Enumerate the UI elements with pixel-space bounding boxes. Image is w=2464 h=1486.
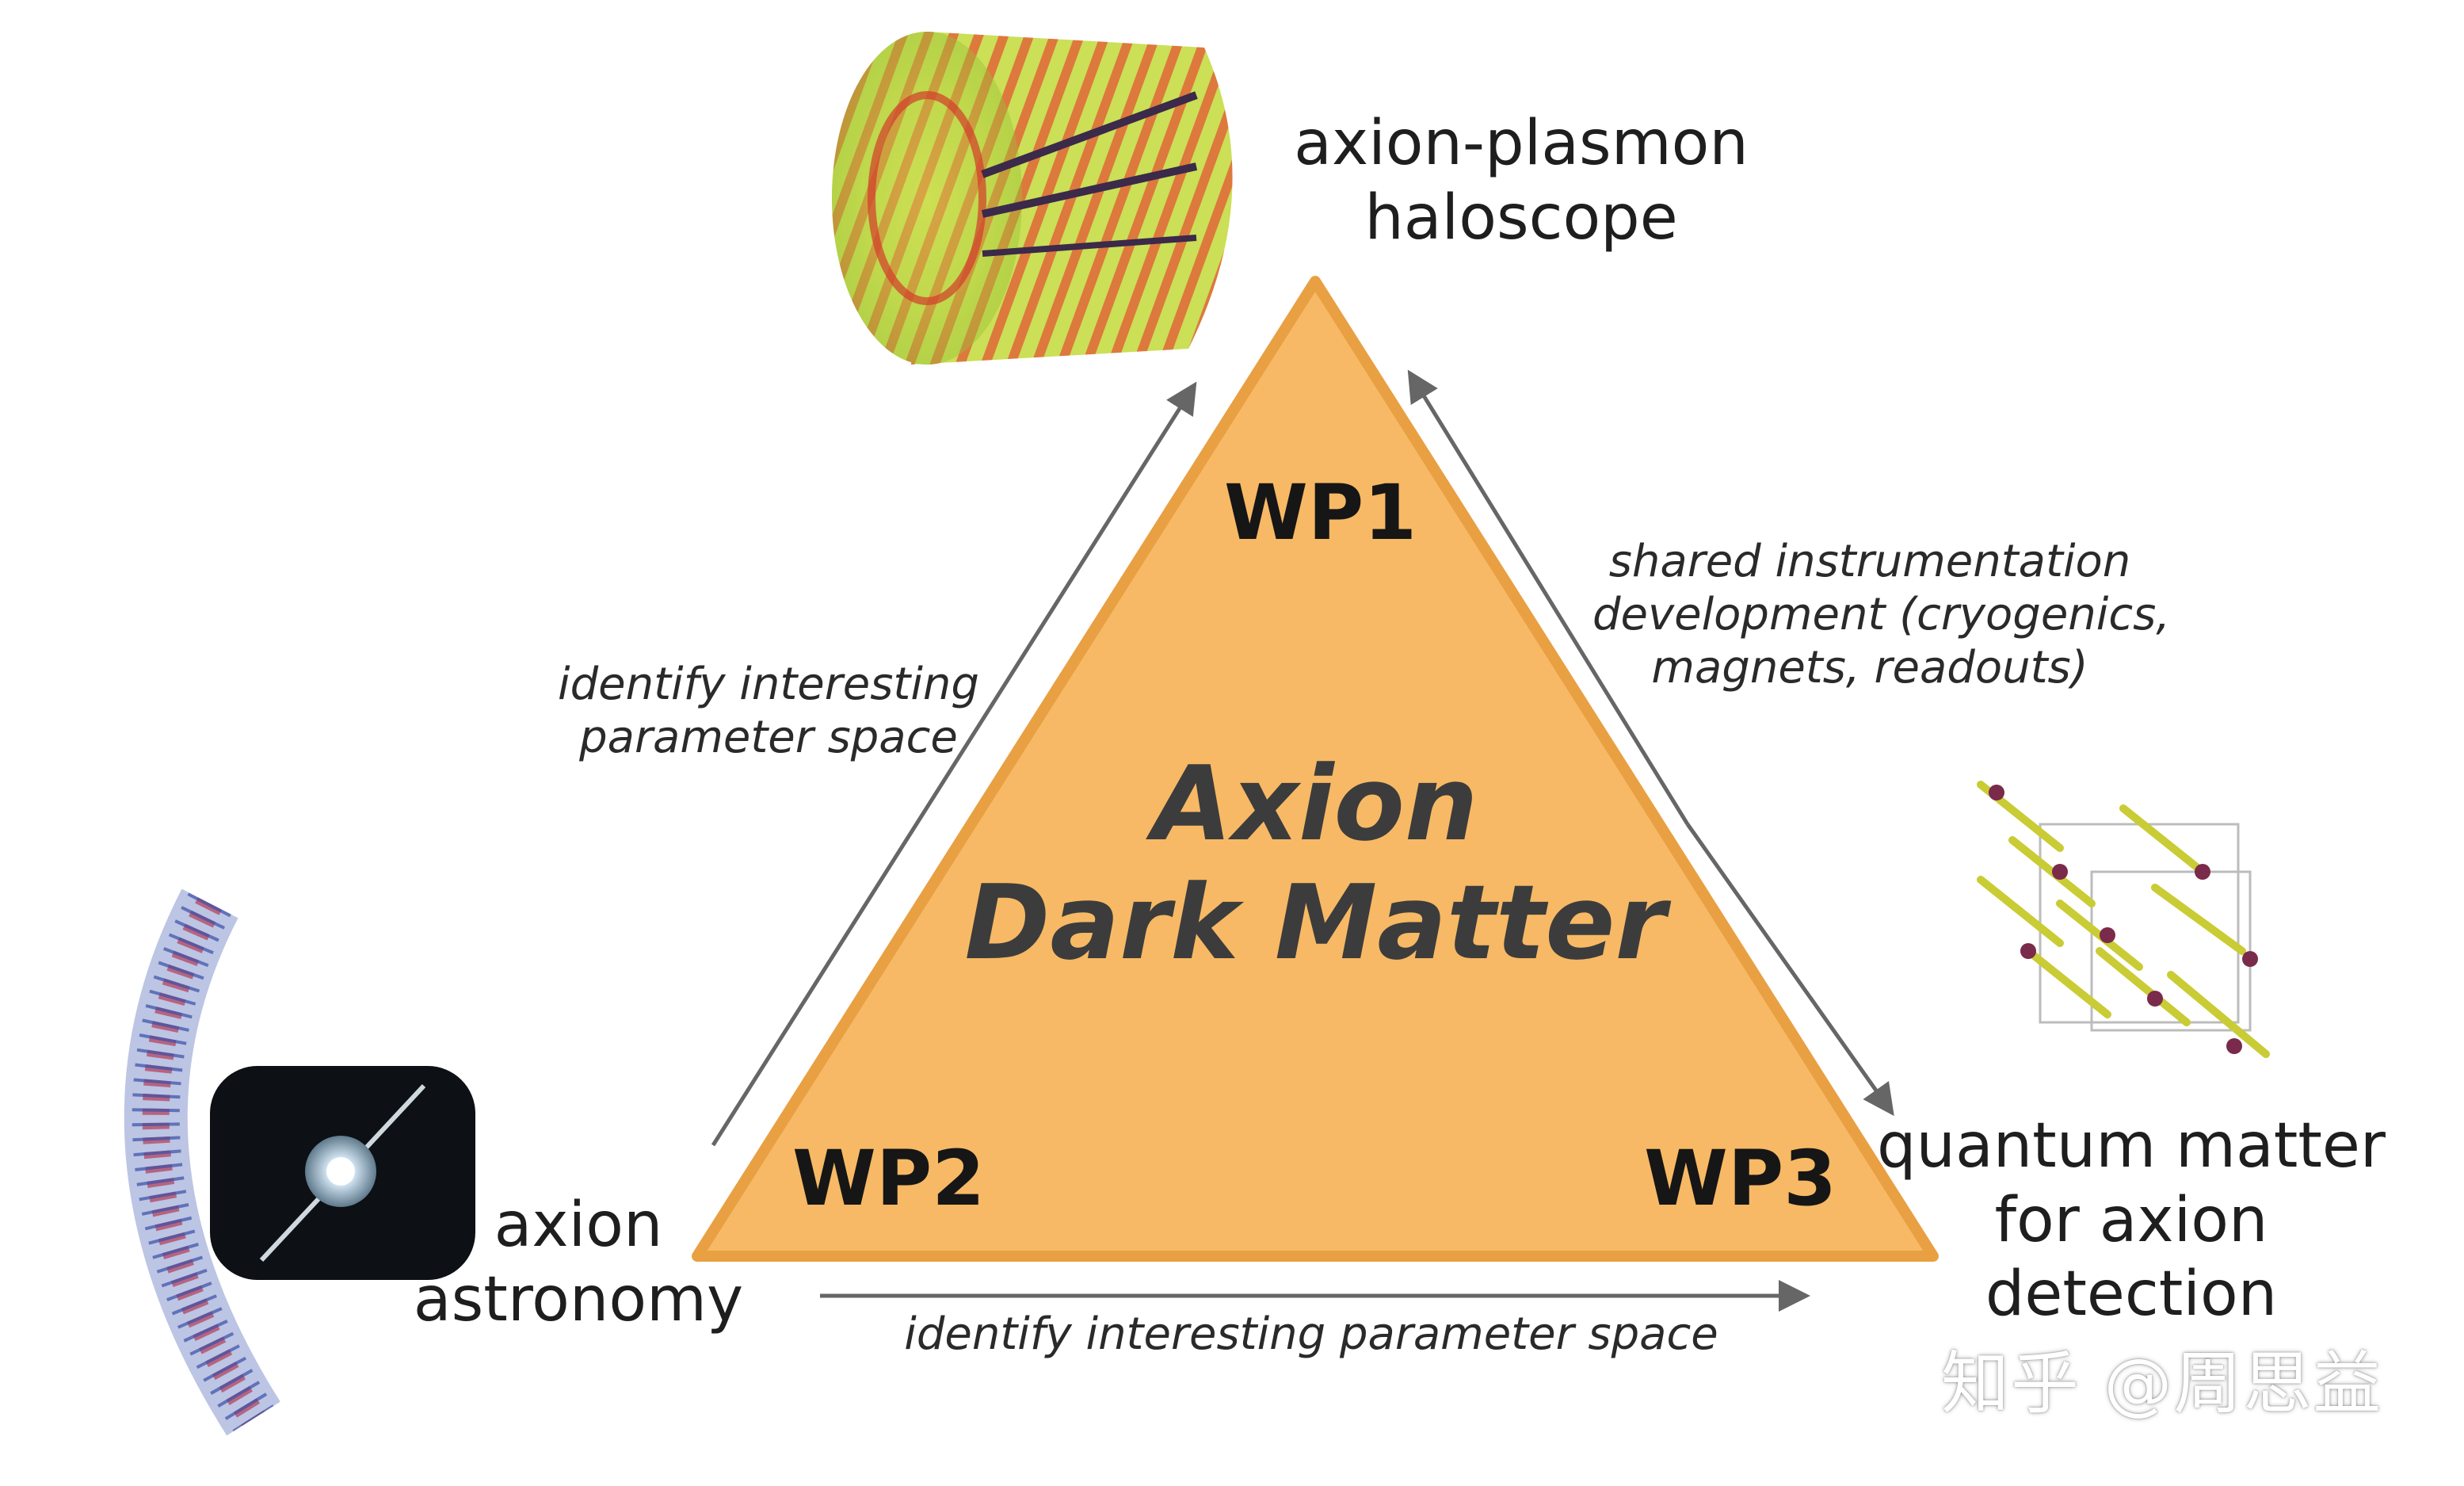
arrow-left-edge — [711, 381, 1197, 1147]
arrow-right-edge-up — [1407, 369, 1690, 826]
bottom-edge-note: identify interesting parameter space — [904, 1308, 1718, 1360]
neutron-star-icon — [210, 1066, 475, 1280]
pulsar-data-arc-icon — [124, 888, 280, 1436]
wp1-label: WP1 — [1224, 468, 1417, 557]
central-triangle — [692, 276, 1939, 1262]
astronomy-label-line1: axion — [494, 1190, 663, 1261]
right-edge-note-line3: magnets, readouts) — [1651, 642, 2088, 694]
wp2-label: WP2 — [792, 1134, 986, 1223]
quantum-matter-label-line3: detection — [1985, 1259, 2278, 1331]
center-title: Axion Dark Matter — [919, 743, 1711, 983]
haloscope-label-line2: haloscope — [1364, 181, 1678, 254]
arrow-right-edge-down — [1685, 823, 1894, 1117]
quantum-matter-label: quantum matter for axion detection — [1870, 1110, 2393, 1332]
left-edge-note-line1: identify interesting — [558, 659, 979, 710]
right-edge-note-line1: shared instrumentation — [1608, 536, 2131, 587]
left-edge-note-line2: parameter space — [579, 712, 958, 764]
astronomy-label-line2: astronomy — [413, 1263, 744, 1335]
watermark: 知乎 @周思益 — [1941, 1344, 2383, 1423]
wp3-label: WP3 — [1644, 1134, 1837, 1223]
crystal-lattice-icon — [1977, 781, 2270, 1058]
right-edge-note-line2: development (cryogenics, — [1592, 589, 2171, 641]
left-edge-note: identify interesting parameter space — [547, 658, 990, 764]
center-title-line1: Axion — [1152, 743, 1478, 864]
quantum-matter-label-line1: quantum matter — [1877, 1110, 2386, 1182]
center-title-line2: Dark Matter — [964, 861, 1666, 983]
astronomy-label: axion astronomy — [412, 1189, 745, 1337]
haloscope-label-line1: axion-plasmon — [1294, 108, 1749, 179]
quantum-matter-label-line2: for axion — [1994, 1184, 2268, 1256]
right-edge-note: shared instrumentation development (cryo… — [1592, 535, 2171, 695]
cylinder-haloscope-icon — [832, 32, 1233, 365]
haloscope-label: axion-plasmon haloscope — [1283, 107, 1759, 255]
